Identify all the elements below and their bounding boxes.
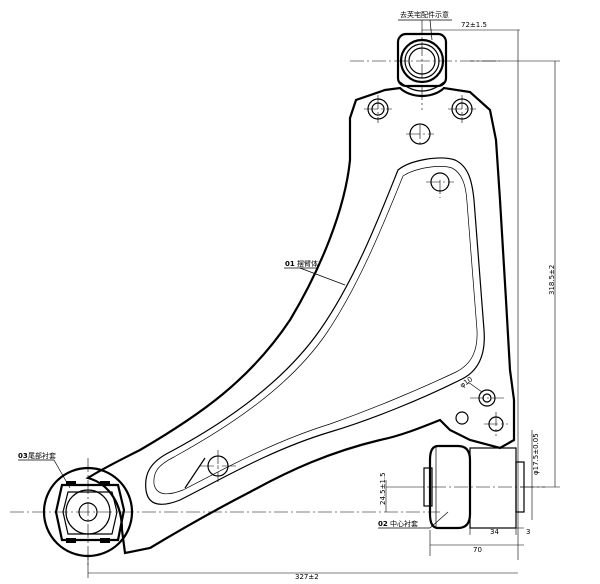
top-note: 去芙宅配件示意 (400, 10, 449, 19)
dim-34: 34 (490, 528, 499, 536)
dimension-texts: 72±1.5 318.5±2 327±2 70 34 3 24.5±1.5 φ1… (295, 21, 556, 581)
part01-number: 01 (285, 260, 295, 268)
mount-holes (200, 95, 508, 482)
part03-number: 03 (18, 452, 28, 460)
center-bushing (423, 444, 525, 530)
part02-number: 02 (378, 520, 388, 528)
dimension-lines (87, 29, 560, 578)
dim-318: 318.5±2 (548, 265, 556, 295)
dim-24: 24.5±1.5 (379, 472, 387, 505)
part03-name: 尾部衬套 (28, 451, 56, 460)
relief-line (184, 457, 206, 489)
labels: 去芙宅配件示意 01 摆臂体 03 尾部衬套 02 中心衬套 (18, 10, 449, 528)
center-lines (10, 20, 545, 565)
part01-name: 摆臂体 (297, 259, 318, 268)
part02-name: 中心衬套 (390, 519, 418, 528)
arm-body (85, 86, 516, 555)
leader-lines (18, 19, 452, 529)
dim-3: 3 (526, 528, 530, 536)
top-bushing (396, 32, 448, 92)
dim-327: 327±2 (295, 573, 319, 581)
dim-72: 72±1.5 (461, 21, 487, 29)
dim-hole: φ10 (459, 375, 475, 389)
inner-recess (145, 157, 485, 505)
dim-phi: φ17.5±0.05 (532, 433, 540, 475)
dim-70: 70 (473, 546, 482, 554)
